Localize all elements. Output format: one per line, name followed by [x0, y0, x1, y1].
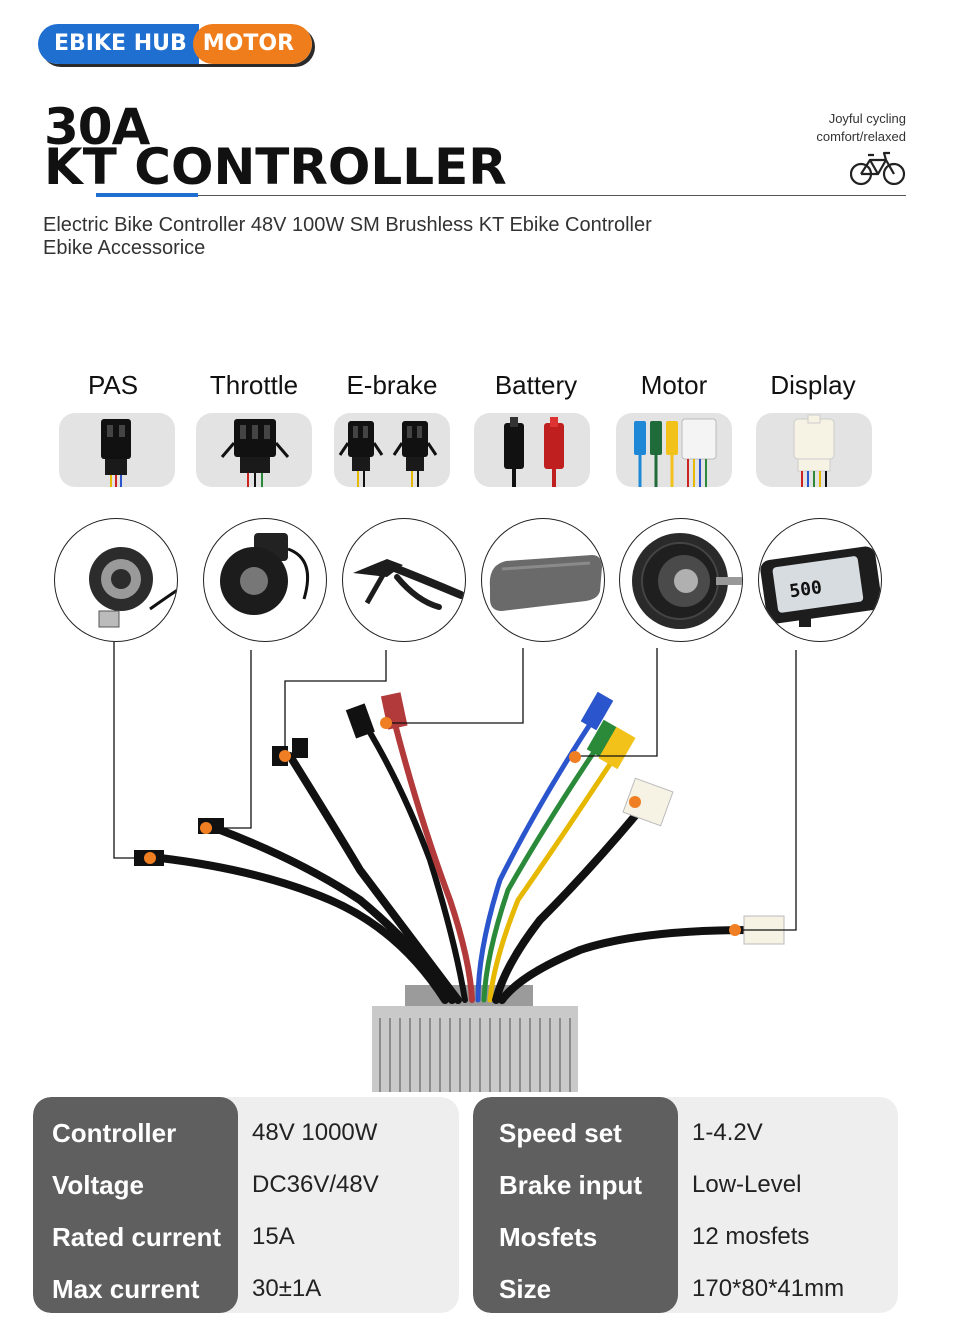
- spec-key: Max current: [52, 1274, 200, 1304]
- spec-key: Voltage: [52, 1170, 144, 1200]
- tagline: Joyful cycling comfort/relaxed: [816, 110, 906, 146]
- spec-key: Speed set: [499, 1118, 622, 1148]
- spec-key: Controller: [52, 1118, 177, 1148]
- spec-key: Brake input: [499, 1170, 643, 1200]
- spec-table-right: Speed set Brake input Mosfets Size 1-4.2…: [473, 1097, 898, 1313]
- spec-values-right: 1-4.2V Low-Level 12 mosfets 170*80*41mm: [660, 1097, 898, 1313]
- pas-connector-icon: [59, 413, 175, 487]
- thumb-throttle-icon: [203, 518, 327, 642]
- controller-box: [372, 985, 578, 1092]
- brake-lever-icon: [342, 518, 466, 642]
- spec-value: 1-4.2V: [692, 1119, 763, 1146]
- pas-sensor-icon: [54, 518, 178, 642]
- connector-label-battery: Battery: [494, 370, 578, 400]
- ebrake-connector-icon: [334, 413, 450, 487]
- spec-value: 48V 1000W: [252, 1119, 378, 1146]
- spec-value: 12 mosfets: [692, 1223, 810, 1250]
- lcd-display-icon: 500: [758, 518, 882, 642]
- spec-value: DC36V/48V: [252, 1171, 379, 1198]
- display-connector-icon: [756, 413, 872, 487]
- spec-value: 15A: [252, 1223, 295, 1250]
- title-line-2: KT CONTROLLER: [44, 138, 507, 196]
- title-divider: [96, 195, 906, 196]
- spec-values-left: 48V 1000W DC36V/48V 15A 30±1A: [220, 1097, 459, 1313]
- connector-label-ebrake: E-brake: [346, 370, 438, 400]
- spec-table-left: Controller Voltage Rated current Max cur…: [33, 1097, 459, 1313]
- spec-value: 30±1A: [252, 1275, 322, 1302]
- spec-key: Size: [499, 1274, 552, 1304]
- connector-label-pas: PAS: [87, 370, 139, 400]
- spec-key: Rated current: [52, 1222, 222, 1252]
- spec-keys-right: Speed set Brake input Mosfets Size: [473, 1097, 678, 1313]
- hub-motor-icon: [619, 518, 743, 642]
- connector-label-motor: Motor: [640, 370, 708, 400]
- product-subtitle: Electric Bike Controller 48V 100W SM Bru…: [43, 214, 803, 260]
- subtitle-line-2: Ebike Accessorice: [43, 237, 206, 259]
- connector-label-display: Display: [770, 370, 856, 400]
- subtitle-line-1: Electric Bike Controller 48V 100W SM Bru…: [43, 214, 652, 236]
- title-line-1: 30A: [44, 98, 150, 156]
- spec-key: Mosfets: [499, 1222, 598, 1252]
- motor-connector-icon: [616, 413, 732, 487]
- bicycle-icon: [849, 150, 906, 191]
- badge-ebike-hub: EBIKE HUB: [38, 24, 199, 64]
- connector-label-throttle: Throttle: [209, 370, 299, 400]
- throttle-connector-icon: [196, 413, 312, 487]
- spec-keys-left: Controller Voltage Rated current Max cur…: [33, 1097, 238, 1313]
- brand-badge: EBIKE HUB MOTOR: [38, 24, 313, 64]
- display-readout: 500: [788, 577, 823, 602]
- spec-value: Low-Level: [692, 1171, 802, 1198]
- badge-motor: MOTOR: [192, 24, 313, 64]
- battery-pack-icon: [481, 518, 605, 642]
- battery-connector-icon: [474, 413, 590, 487]
- tagline-line-2: comfort/relaxed: [816, 129, 906, 144]
- title-divider-accent: [96, 193, 198, 197]
- spec-value: 170*80*41mm: [692, 1275, 845, 1302]
- tagline-line-1: Joyful cycling: [828, 111, 906, 126]
